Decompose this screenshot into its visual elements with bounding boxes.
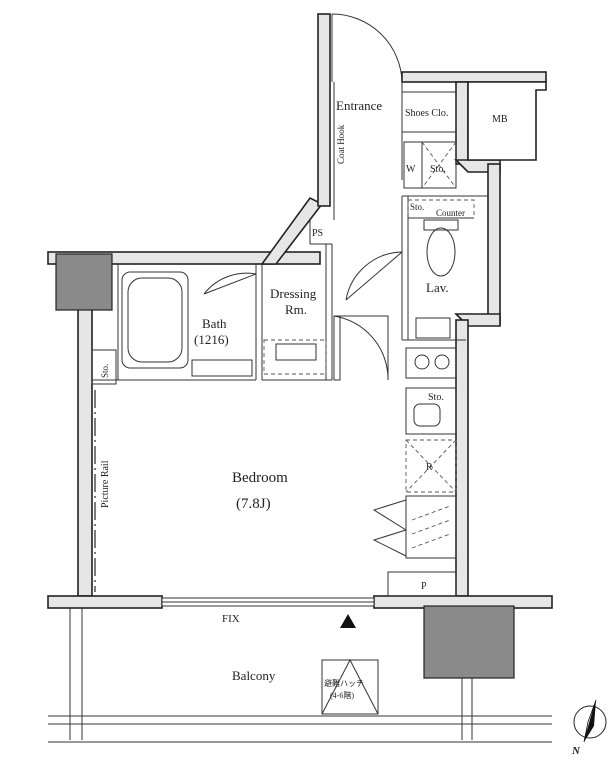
label-coat-hook: Coat Hook	[336, 124, 346, 164]
toilet-tank	[423, 219, 459, 231]
column-balcony	[423, 605, 515, 679]
label-dressing: Dressing	[270, 286, 317, 301]
label-sto-counter: Sto.	[410, 202, 424, 212]
label-bath-size: (1216)	[194, 332, 229, 347]
label-hatch-floors: (4-6階)	[330, 690, 354, 700]
label-balcony: Balcony	[232, 668, 276, 683]
wall-top-bath	[47, 251, 321, 265]
wall-right-lower	[455, 319, 469, 597]
label-lav: Lav.	[426, 280, 449, 295]
wall-entrance-left	[317, 13, 331, 207]
label-fix: FIX	[222, 613, 240, 625]
wall-right-upper	[455, 81, 469, 165]
label-sto-kitchen: Sto.	[428, 392, 444, 403]
dressing-washer	[263, 339, 327, 375]
label-bath: Bath	[202, 316, 227, 331]
shoes-closet	[401, 91, 457, 133]
label-picture-rail: Picture Rail	[100, 460, 111, 508]
wall-balcony-left	[47, 595, 163, 609]
mb-block	[467, 81, 547, 161]
closet-door	[372, 499, 407, 557]
p-box	[387, 571, 457, 597]
label-bedroom: Bedroom	[232, 470, 288, 486]
fridge-space	[405, 439, 457, 493]
label-shoes-closet: Shoes Clo.	[405, 108, 448, 119]
label-counter: Counter	[436, 208, 465, 218]
bathtub	[121, 271, 189, 369]
entrance-triangle-icon	[340, 614, 356, 628]
wall-right-mid	[487, 163, 501, 325]
label-sto-bedroom: Sto.	[100, 364, 110, 378]
wall-left	[77, 307, 93, 597]
label-hatch: 避難ハッチ	[324, 678, 364, 688]
entrance-door	[331, 13, 403, 83]
column-top-left	[55, 253, 113, 311]
label-bedroom-size: (7.8J)	[236, 496, 271, 512]
label-sto-upper: Sto.	[430, 164, 446, 175]
hall-door	[333, 315, 389, 381]
dressing-door	[203, 272, 257, 295]
lav-door	[345, 251, 403, 301]
kitchen-sink	[405, 387, 457, 435]
lav-basin	[415, 317, 451, 339]
cooktop	[405, 347, 457, 379]
north-arrow-icon	[573, 699, 607, 743]
bedroom-storage	[91, 349, 117, 385]
toilet-bowl	[426, 227, 456, 277]
closet	[405, 495, 457, 559]
label-entrance: Entrance	[336, 98, 382, 113]
label-ps: PS	[312, 228, 323, 239]
label-dressing-rm: Rm.	[285, 302, 307, 317]
label-mb: MB	[492, 114, 508, 125]
label-fridge: R	[426, 462, 433, 473]
wall-entrance-top	[401, 71, 547, 83]
label-w: W	[406, 164, 416, 175]
label-p: P	[421, 581, 427, 592]
label-north: N	[571, 745, 581, 757]
